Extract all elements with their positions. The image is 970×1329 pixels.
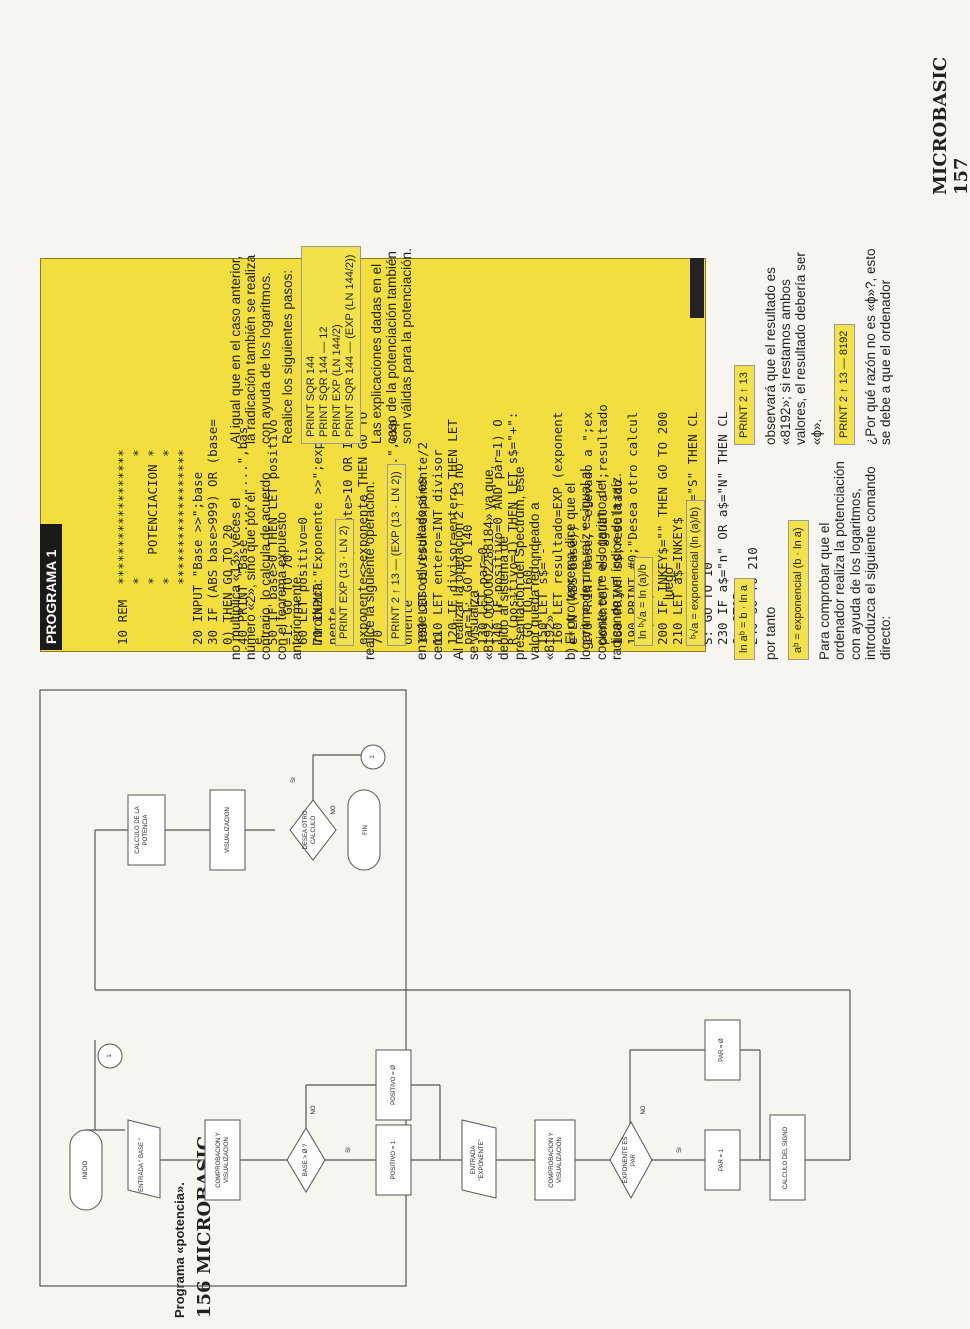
teorema-b-text: b) El otro teorema dice que el logaritmo…	[563, 468, 624, 660]
decision-par-label: EXPONENTE ES PAR	[623, 1136, 637, 1184]
print-2-13-exp-box: PRINT 2 ↑ 13 — (EXP (13 · LN 2))	[387, 464, 407, 646]
decision-par-no: NO	[641, 1105, 647, 1115]
inicio-terminal	[69, 1129, 103, 1211]
connector-top	[97, 1043, 123, 1069]
right-text-column: no multiplica «13» veces el número «2», …	[228, 30, 728, 660]
para-1: no multiplica «13» veces el número «2», …	[228, 472, 304, 660]
entrada-base-label: ENTRADA " BASE "	[139, 1138, 145, 1192]
entrada-exponente-shape	[461, 1119, 497, 1199]
decision-otro-no: NO	[331, 805, 337, 815]
positivo0-box	[375, 1049, 412, 1121]
inicio-label: INICIO	[83, 1160, 89, 1180]
introduzca-text: Introduzca:	[310, 579, 326, 646]
decision-base-si: SI	[346, 1147, 352, 1153]
connector-top-label: 1	[107, 1054, 113, 1058]
realice-pasos-text: Realice los siguientes pasos:	[279, 269, 295, 444]
observara-text: observará que el resultado es «8192»; si…	[763, 252, 824, 445]
program-line: 20 INPUT "Base >>";base	[190, 471, 205, 645]
print-box-213-8192: PRINT 2 ↑ 13 — 8192	[833, 323, 855, 445]
program-shadow	[690, 258, 704, 318]
par1-label: PAR = 1	[719, 1148, 725, 1172]
sqr-commands-box: PRINT SQR 144 PRINT SQR 144 — 12 PRINT E…	[300, 246, 361, 444]
decision-otro-diamond	[289, 799, 337, 861]
calculo-potencia-box	[127, 794, 166, 866]
calculo-signo-box	[769, 1114, 806, 1201]
decision-base-label: BASE > Ø ?	[303, 1143, 309, 1177]
final-text: Las explicaciones dadas en el caso de la…	[368, 248, 415, 444]
visualizacion-box	[209, 789, 246, 871]
positivo0-label: POSITIVO = Ø	[391, 1065, 397, 1105]
positivo1-box	[375, 1124, 412, 1196]
luego-text: luego	[661, 566, 677, 600]
cero-text: en este caso el resultado sí es cero.	[414, 477, 445, 660]
para-comprobar-text: Para comprobar que el ordenador realiza …	[817, 461, 894, 660]
calculo-signo-label: CALCULO DEL SIGNO	[783, 1126, 789, 1190]
program-line: * *	[130, 449, 145, 645]
print-box-213: PRINT 2 ↑ 13	[734, 365, 755, 445]
flowchart-frame	[39, 689, 407, 1287]
calculo-potencia-label: CALCULO DE LA POTENCIA	[135, 806, 149, 854]
sqr-cmd-4: PRINT SQR 144 — (EXP (LN 144/2))	[343, 254, 356, 437]
comprobacion2-box	[534, 1119, 576, 1201]
al-realizar-text: Al realizar la operación 2 ↑ 13 no se vi…	[450, 463, 558, 660]
connector-bottom-label: 1	[370, 755, 376, 759]
sqr-cmd-2: PRINT SQR 144 — 12	[317, 326, 330, 437]
sqr-cmd-3: PRINT EXP (LN 144/2)	[330, 324, 343, 437]
decision-par-si: SI	[677, 1147, 683, 1153]
program-title-bar: PROGRAMA 1	[40, 524, 62, 650]
decision-otro-si: SI	[291, 777, 297, 783]
par0-box	[704, 1019, 741, 1081]
positivo1-label: POSITIVO = 1	[391, 1140, 397, 1180]
entrada-base-shape	[127, 1119, 161, 1199]
realice-text: realice la siguiente operación:	[362, 481, 378, 660]
formula-box-ln: ln aᵇ = b · ln a	[734, 577, 755, 660]
program-line: ******************	[175, 449, 190, 645]
radicacion-text: Al igual que en el caso anterior, la rad…	[228, 254, 274, 444]
par0-label: PAR = Ø	[719, 1038, 725, 1062]
fin-label: FIN	[363, 825, 369, 835]
par1-box	[704, 1129, 741, 1191]
comprobacion1-box	[204, 1119, 241, 1201]
connector-bottom	[360, 744, 386, 770]
decision-par-diamond	[609, 1120, 653, 1200]
program-line: * POTENCIACION *	[145, 449, 160, 645]
print-exp-box: PRINT EXP (13 · LN 2)	[335, 518, 355, 646]
program-line: * *	[160, 449, 175, 645]
por-que-text: ¿Por qué razón no es «ɸ»?, esto se debe …	[862, 248, 894, 445]
visualizacion-label: VISUALIZACION	[225, 807, 231, 853]
sqr-cmd-1: PRINT SQR 144	[304, 355, 317, 437]
comprobacion2-label: COMPROBACION Y VISUALIZACION	[549, 1132, 563, 1188]
formula-box-exp: aᵇ = exponencial (b · ln a)	[788, 520, 810, 660]
program-line: 10 REM ******************	[115, 449, 130, 645]
below-program-col2: PRINT 2 ↑ 13 observará que el resultado …	[730, 245, 893, 445]
por-tanto-text: por tanto	[763, 606, 778, 660]
entrada-exponente-label: ENTRADA "EXPONENTE"	[471, 1139, 485, 1181]
program-line: 30 IF (ABS base>999) OR (base=	[205, 419, 220, 645]
fin-terminal	[347, 789, 381, 871]
comprobacion1-label: COMPROBACION Y VISUALIZACION	[216, 1132, 230, 1188]
decision-otro-label: DESEA OTRO CALCULO	[303, 810, 317, 850]
program-panel	[40, 258, 706, 652]
root-exp-box: ᵇ√a = exponencial (ln (a)/b)	[686, 499, 706, 646]
right-folio: MICROBASIC 157	[930, 56, 970, 195]
ln-root-box: ln ᵇ√a = ln (a)/b	[634, 557, 654, 646]
decision-base-diamond	[286, 1127, 326, 1193]
decision-base-no: NO	[311, 1105, 317, 1115]
below-program-col1: ln aᵇ = b · ln a por tanto aᵇ = exponenc…	[730, 460, 893, 660]
